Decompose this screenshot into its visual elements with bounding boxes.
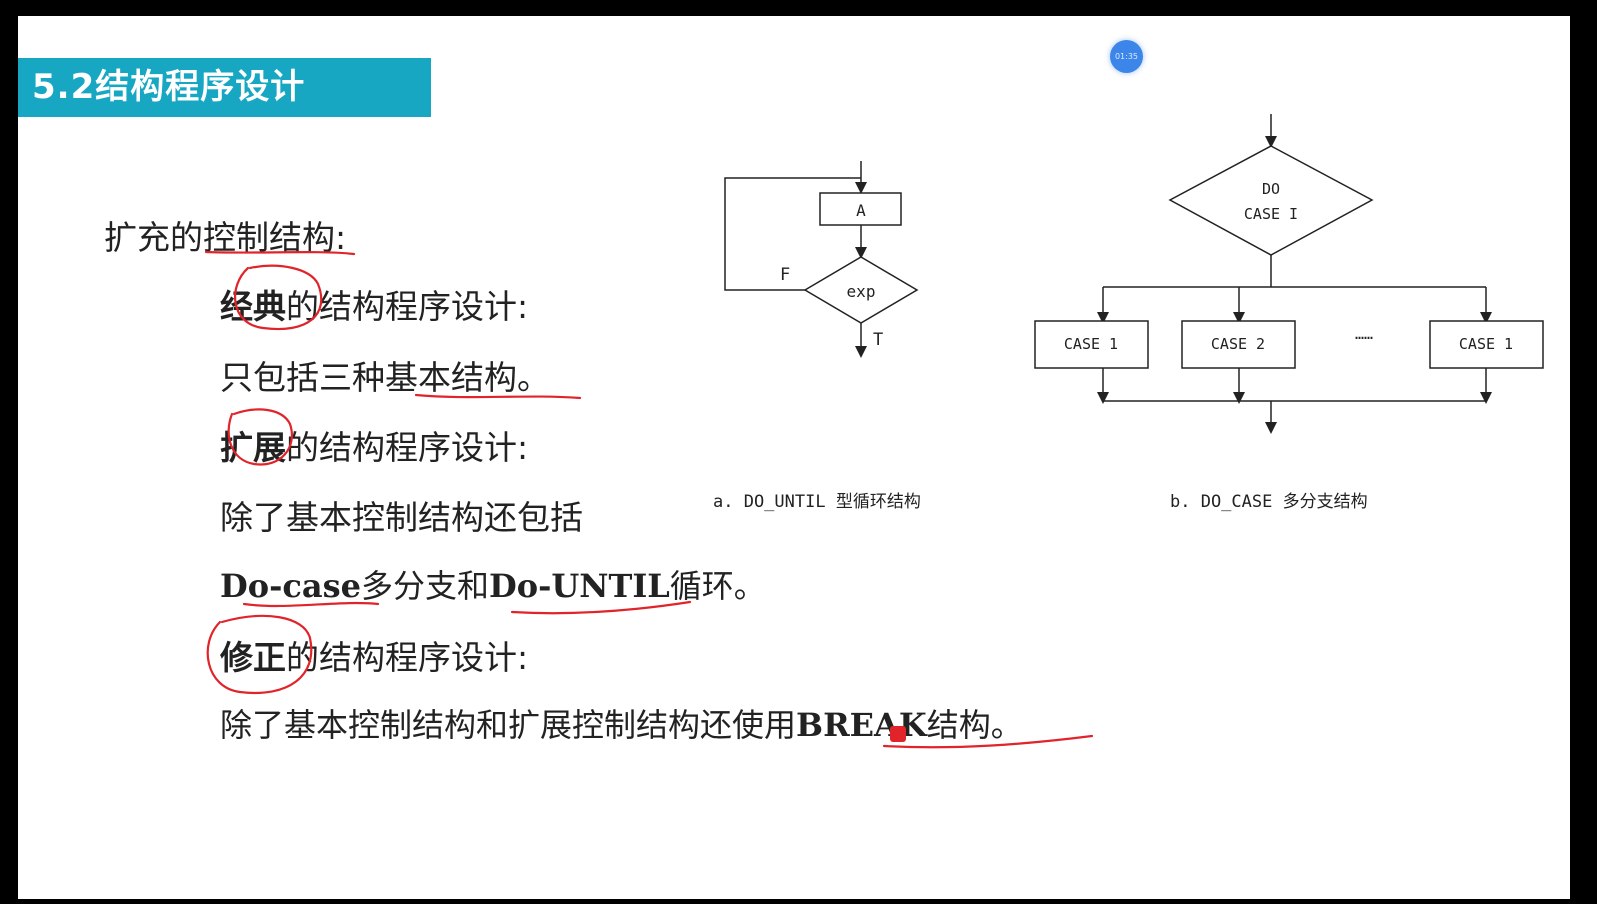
label-case-2: CASE 2	[1211, 335, 1265, 353]
text-line-docase-dountil: Do-case多分支和Do-UNTIL循环。	[220, 561, 766, 607]
case-box-last	[1429, 320, 1544, 369]
caption-do-until: a. DO_UNTIL 型循环结构	[713, 492, 921, 512]
label-a: A	[856, 201, 866, 220]
slide-title: 5.2结构程序设计	[18, 58, 431, 117]
text-classic-rest: 的结构程序设计:	[286, 287, 529, 326]
caption-do-case: b. DO_CASE 多分支结构	[1170, 492, 1368, 512]
text-modified-rest: 的结构程序设计:	[286, 638, 529, 677]
label-case-1: CASE 1	[1064, 335, 1118, 353]
text-line-besides-basic: 除了基本控制结构还包括	[220, 498, 583, 537]
label-case-last: CASE 1	[1459, 335, 1513, 353]
text-line-three-basic: 只包括三种基本结构。	[220, 358, 550, 397]
case-box-1	[1034, 320, 1149, 369]
loop-back-line	[724, 177, 861, 291]
case-box-2	[1181, 320, 1296, 369]
text-multibranch: 多分支和	[360, 567, 489, 605]
label-exp: exp	[847, 282, 876, 301]
text-line-extended-control: 扩充的控制结构:	[104, 218, 347, 257]
decision-case	[1168, 145, 1374, 256]
text-loop: 循环。	[669, 567, 766, 605]
label-true: T	[873, 330, 883, 350]
label-false: F	[780, 265, 790, 285]
diagram-do-until: A exp F T DO CASE I CASE 1 CASE 2 …… CAS…	[724, 114, 1544, 434]
text-docase: Do-case	[220, 567, 361, 605]
text-dountil: Do-UNTIL	[488, 567, 670, 605]
label-do: DO	[1262, 180, 1280, 198]
diagram-do-case	[1034, 114, 1544, 434]
process-box-a	[819, 192, 902, 226]
timer-badge[interactable]: 01:35	[1110, 40, 1143, 73]
label-case-i: CASE I	[1244, 205, 1298, 223]
slide: 5.2结构程序设计 01:35 扩充的控制结构: 经典的结构程序设计: 只包括三…	[18, 16, 1570, 899]
text-extended-rest: 的结构程序设计:	[286, 428, 529, 467]
text-break-prefix: 除了基本控制结构和扩展控制结构还使用	[220, 706, 797, 744]
label-ellipsis: ……	[1355, 325, 1373, 343]
